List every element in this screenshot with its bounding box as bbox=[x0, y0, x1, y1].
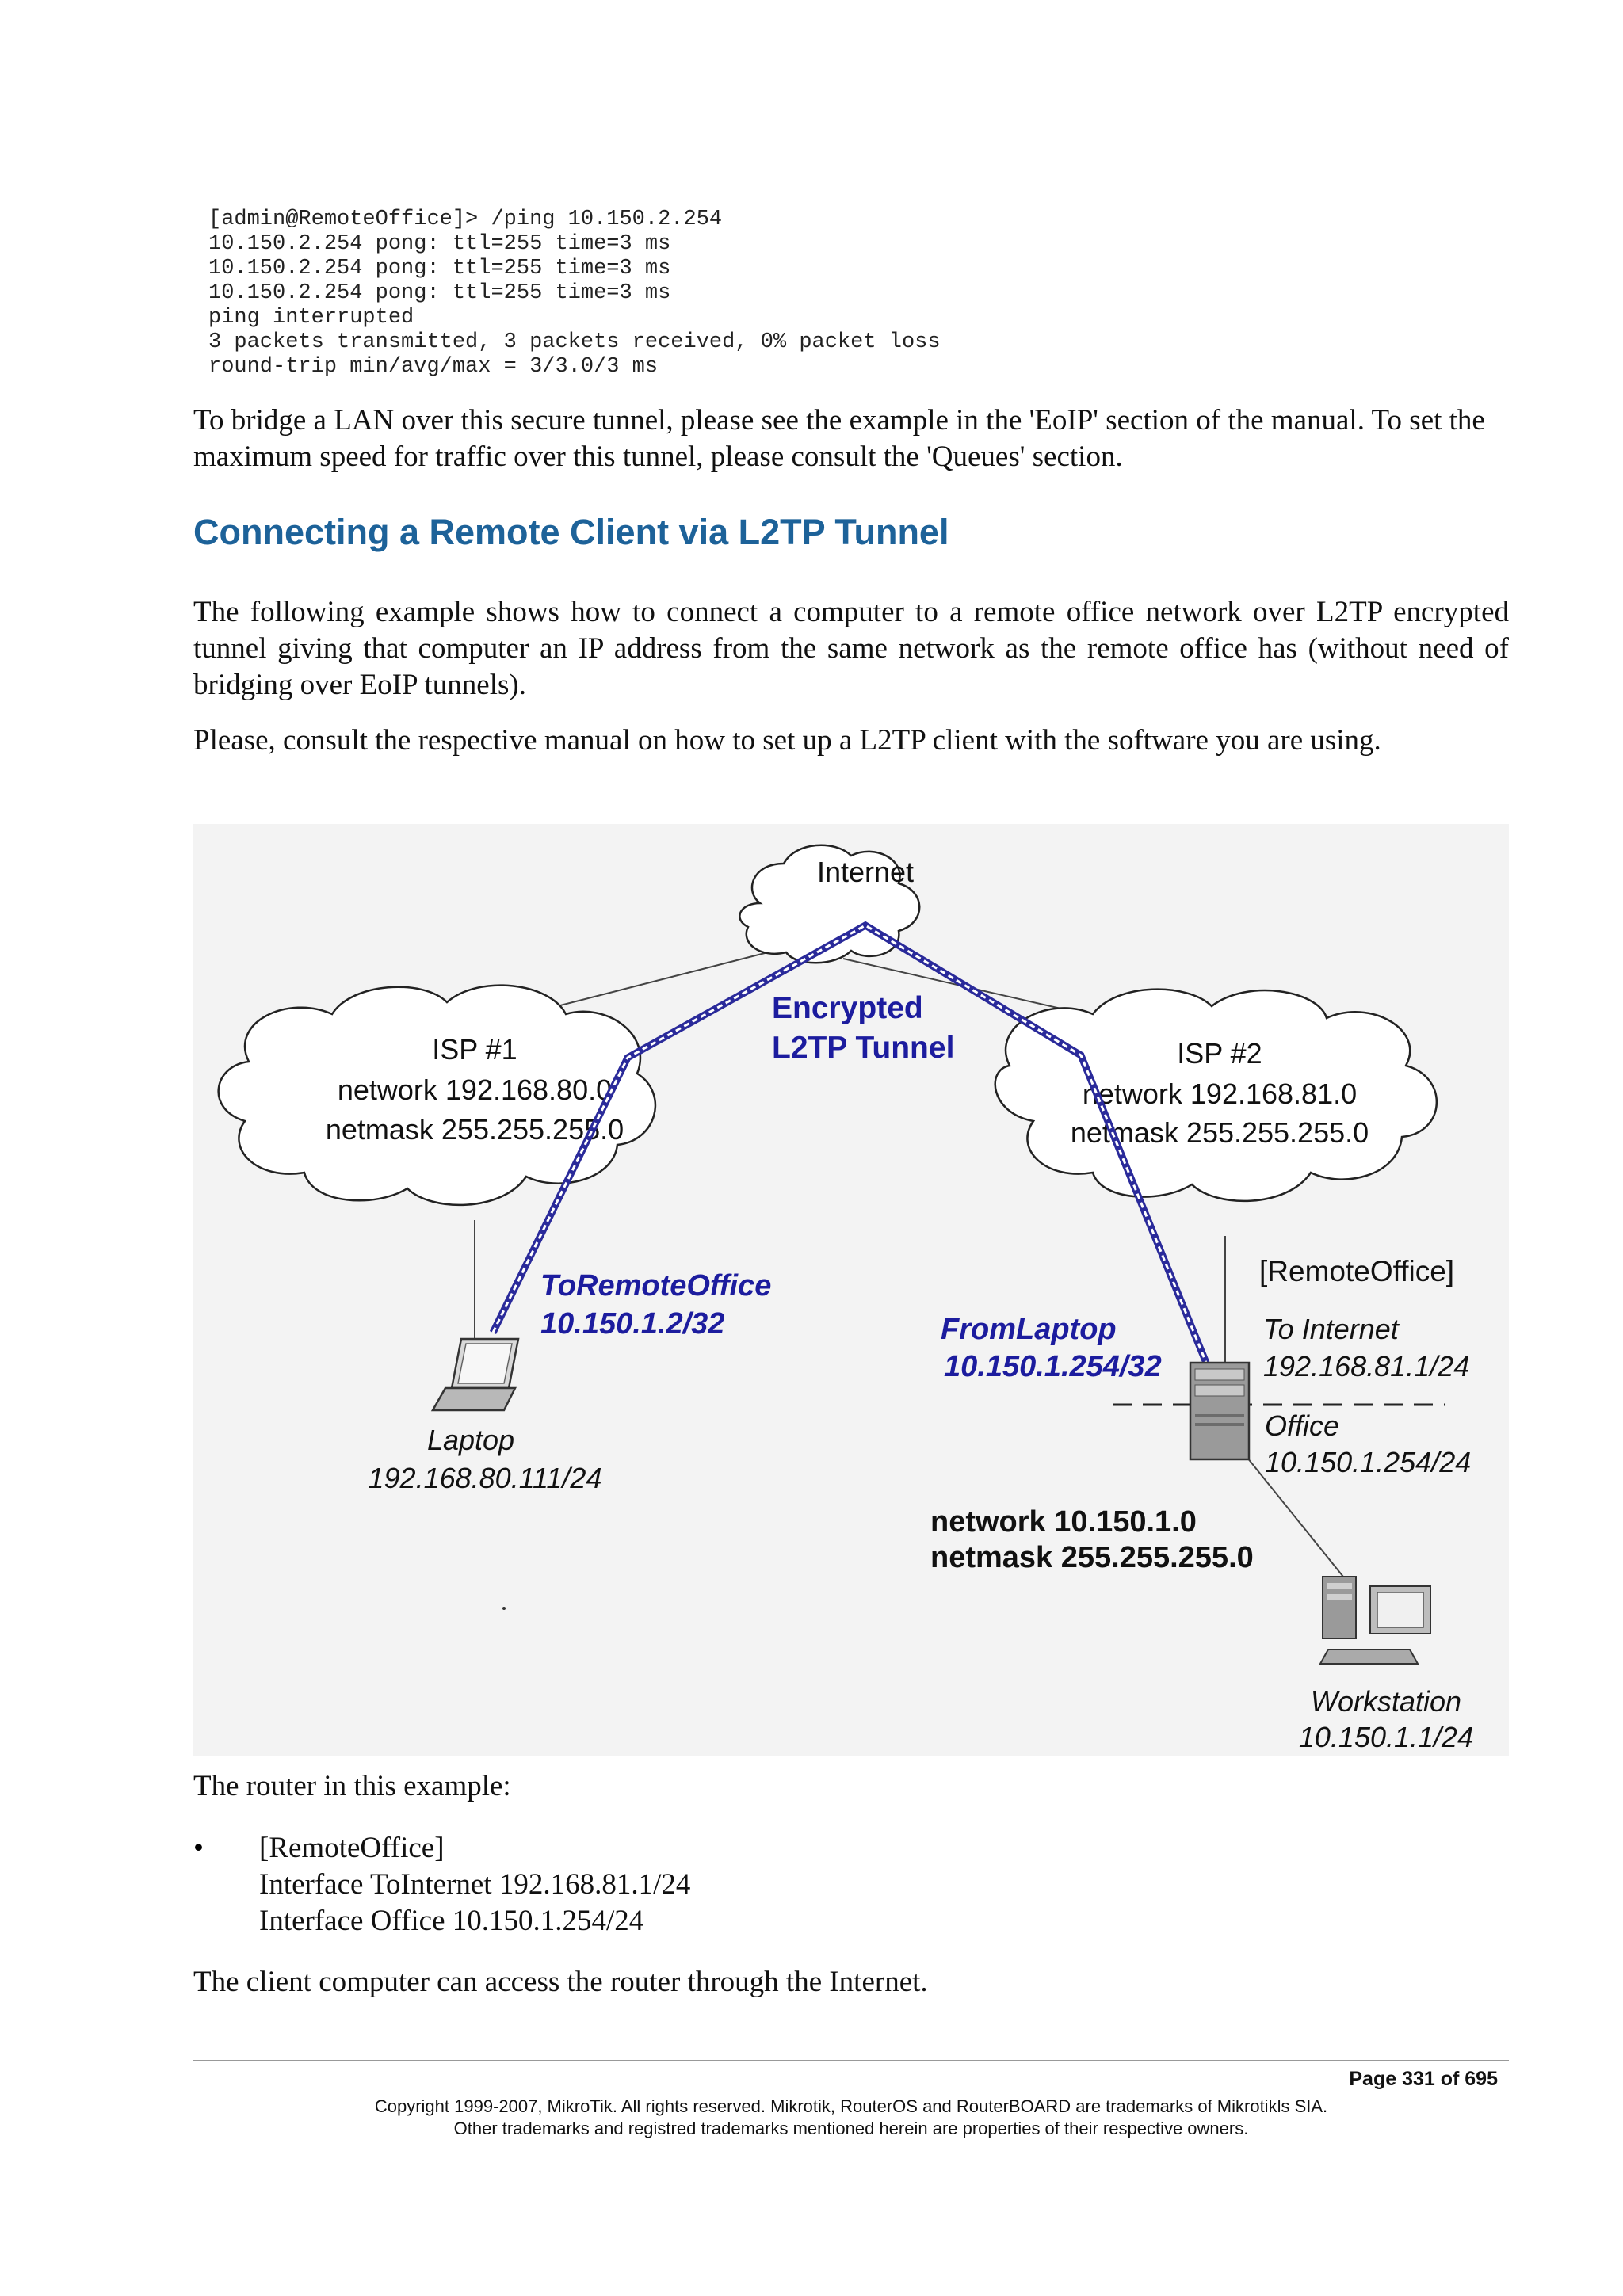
router-list-body: [RemoteOffice] Interface ToInternet 192.… bbox=[259, 1830, 690, 1939]
isp1-title: ISP #1 bbox=[432, 1033, 517, 1066]
intro-paragraph: The following example shows how to conne… bbox=[193, 596, 1509, 701]
router-lan-name: Office bbox=[1265, 1409, 1339, 1442]
laptop-name: Laptop bbox=[427, 1424, 514, 1456]
stray-dot bbox=[502, 1607, 506, 1610]
router-wan-name: To Internet bbox=[1263, 1313, 1400, 1345]
router-list-interface: Interface ToInternet 192.168.81.1/24 bbox=[259, 1868, 691, 1901]
ping-output-code-block: [admin@RemoteOffice]> /ping 10.150.2.254… bbox=[208, 208, 941, 379]
router-list-name: [RemoteOffice] bbox=[259, 1832, 445, 1864]
isp1-netmask: netmask 255.255.255.0 bbox=[326, 1113, 624, 1146]
router-list-interface: Interface Office 10.150.1.254/24 bbox=[259, 1905, 644, 1937]
code-line: [admin@RemoteOffice]> /ping 10.150.2.254 bbox=[208, 208, 723, 231]
isp1-internet-link bbox=[525, 952, 769, 1015]
isp1-cloud: ISP #1 network 192.168.80.0 netmask 255.… bbox=[217, 984, 657, 1207]
router-server-icon bbox=[1189, 1361, 1251, 1461]
code-line: 10.150.2.254 pong: ttl=255 time=3 ms bbox=[208, 232, 671, 256]
section-heading: Connecting a Remote Client via L2TP Tunn… bbox=[193, 512, 949, 552]
footer-copyright: Copyright 1999-2007, MikroTik. All right… bbox=[374, 2096, 1328, 2116]
l2tp-network-diagram: Internet ISP #1 network 192.168.80.0 net… bbox=[193, 824, 1509, 1756]
workstation-icon bbox=[1319, 1576, 1431, 1665]
diagram-background bbox=[193, 824, 1509, 1756]
router-workstation-link bbox=[1247, 1457, 1347, 1581]
tunnel-label-encrypted: Encrypted bbox=[772, 991, 923, 1025]
workstation-addr: 10.150.1.1/24 bbox=[1299, 1721, 1473, 1753]
code-line: 3 packets transmitted, 3 packets receive… bbox=[208, 330, 941, 354]
isp2-title: ISP #2 bbox=[1177, 1037, 1262, 1070]
router-intro-paragraph: The router in this example: bbox=[193, 1770, 511, 1802]
laptop-addr: 192.168.80.111/24 bbox=[369, 1462, 602, 1494]
router-wan-addr: 192.168.81.1/24 bbox=[1263, 1350, 1469, 1383]
isp2-cloud: ISP #2 network 192.168.81.0 netmask 255.… bbox=[994, 988, 1438, 1203]
tunnel-label-l2tp: L2TP Tunnel bbox=[772, 1031, 954, 1065]
l2tp-tunnel-path bbox=[489, 921, 1210, 1364]
router-lan-addr: 10.150.1.254/24 bbox=[1265, 1446, 1471, 1478]
lan-netmask: netmask 255.255.255.0 bbox=[930, 1541, 1254, 1574]
laptop-iface-addr: 10.150.1.2/32 bbox=[540, 1307, 724, 1341]
code-line: ping interrupted bbox=[208, 306, 414, 330]
consult-paragraph: Please, consult the respective manual on… bbox=[193, 724, 1381, 757]
laptop-iface-name: ToRemoteOffice bbox=[540, 1269, 771, 1302]
lan-network: network 10.150.1.0 bbox=[930, 1505, 1197, 1539]
code-line: 10.150.2.254 pong: ttl=255 time=3 ms bbox=[208, 257, 671, 280]
bridge-paragraph: To bridge a LAN over this secure tunnel,… bbox=[193, 404, 1485, 473]
client-access-paragraph: The client computer can access the route… bbox=[193, 1966, 928, 1998]
router-iface-addr: 10.150.1.254/32 bbox=[944, 1350, 1162, 1383]
isp2-network: network 192.168.81.0 bbox=[1083, 1077, 1357, 1110]
internet-label: Internet bbox=[817, 856, 914, 888]
code-line: round-trip min/avg/max = 3/3.0/3 ms bbox=[208, 355, 659, 379]
router-name: [RemoteOffice] bbox=[1259, 1255, 1454, 1287]
code-line: 10.150.2.254 pong: ttl=255 time=3 ms bbox=[208, 281, 671, 305]
isp1-network: network 192.168.80.0 bbox=[338, 1074, 612, 1106]
laptop-icon bbox=[430, 1337, 520, 1412]
footer-divider bbox=[193, 2060, 1509, 2061]
page-number: Page 331 of 695 bbox=[1349, 2068, 1498, 2090]
bullet-marker: • bbox=[193, 1832, 204, 1864]
workstation-name: Workstation bbox=[1311, 1685, 1461, 1718]
footer-trademarks: Other trademarks and registred trademark… bbox=[453, 2119, 1249, 2138]
router-iface-name: FromLaptop bbox=[941, 1313, 1117, 1346]
